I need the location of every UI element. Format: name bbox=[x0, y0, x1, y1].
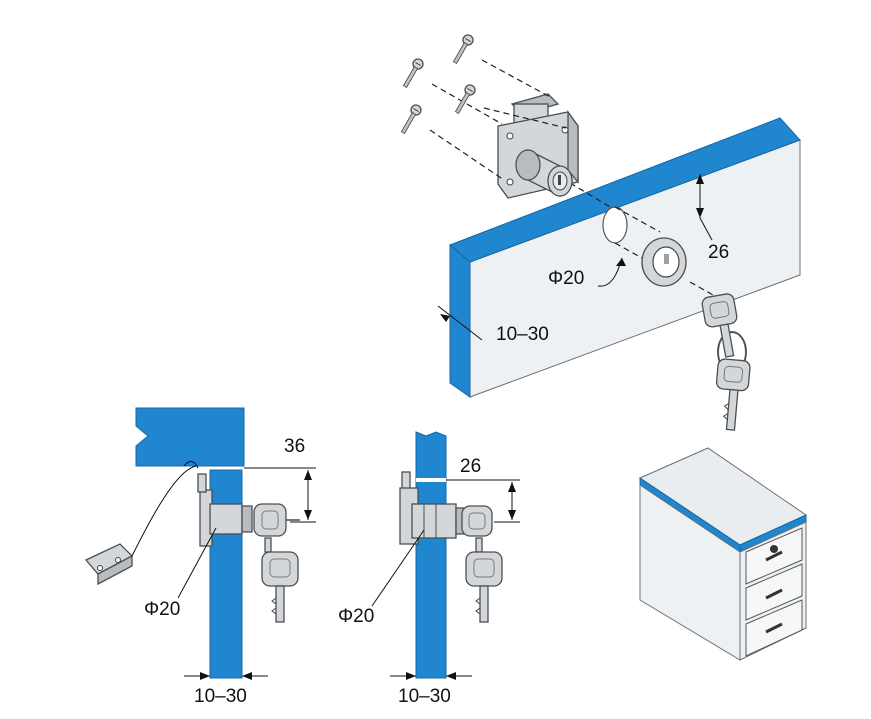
side-b-offset-label: 26 bbox=[460, 456, 481, 477]
lock-ring-icon bbox=[641, 237, 687, 287]
drawer-cabinet-icon bbox=[638, 447, 808, 661]
side-view-b: 26 Φ20 10–30 bbox=[338, 431, 520, 707]
iso-diameter-label: Φ20 bbox=[548, 268, 584, 289]
iso-offset-label: 26 bbox=[708, 242, 729, 263]
side-b-thickness-label: 10–30 bbox=[398, 686, 451, 707]
key-icon bbox=[689, 281, 751, 431]
key-icon bbox=[253, 503, 300, 623]
iso-diameter-dimension: Φ20 bbox=[548, 257, 626, 289]
bracket-icon bbox=[84, 543, 134, 586]
side-a-offset-label: 36 bbox=[284, 436, 305, 457]
iso-thickness-dimension: 10–30 bbox=[437, 305, 549, 345]
screw-icon bbox=[400, 34, 567, 181]
side-view-a: 36 Φ20 10–30 bbox=[84, 407, 316, 707]
side-a-diameter-label: Φ20 bbox=[144, 599, 180, 620]
side-a-thickness-label: 10–30 bbox=[194, 686, 247, 707]
key-icon bbox=[461, 505, 503, 623]
side-b-diameter-label: Φ20 bbox=[338, 606, 374, 627]
lock-body-icon bbox=[497, 93, 579, 199]
iso-thickness-label: 10–30 bbox=[496, 324, 549, 345]
isometric-panel bbox=[449, 117, 801, 398]
drilled-hole bbox=[569, 182, 661, 269]
iso-offset-dimension: 26 bbox=[696, 174, 729, 263]
